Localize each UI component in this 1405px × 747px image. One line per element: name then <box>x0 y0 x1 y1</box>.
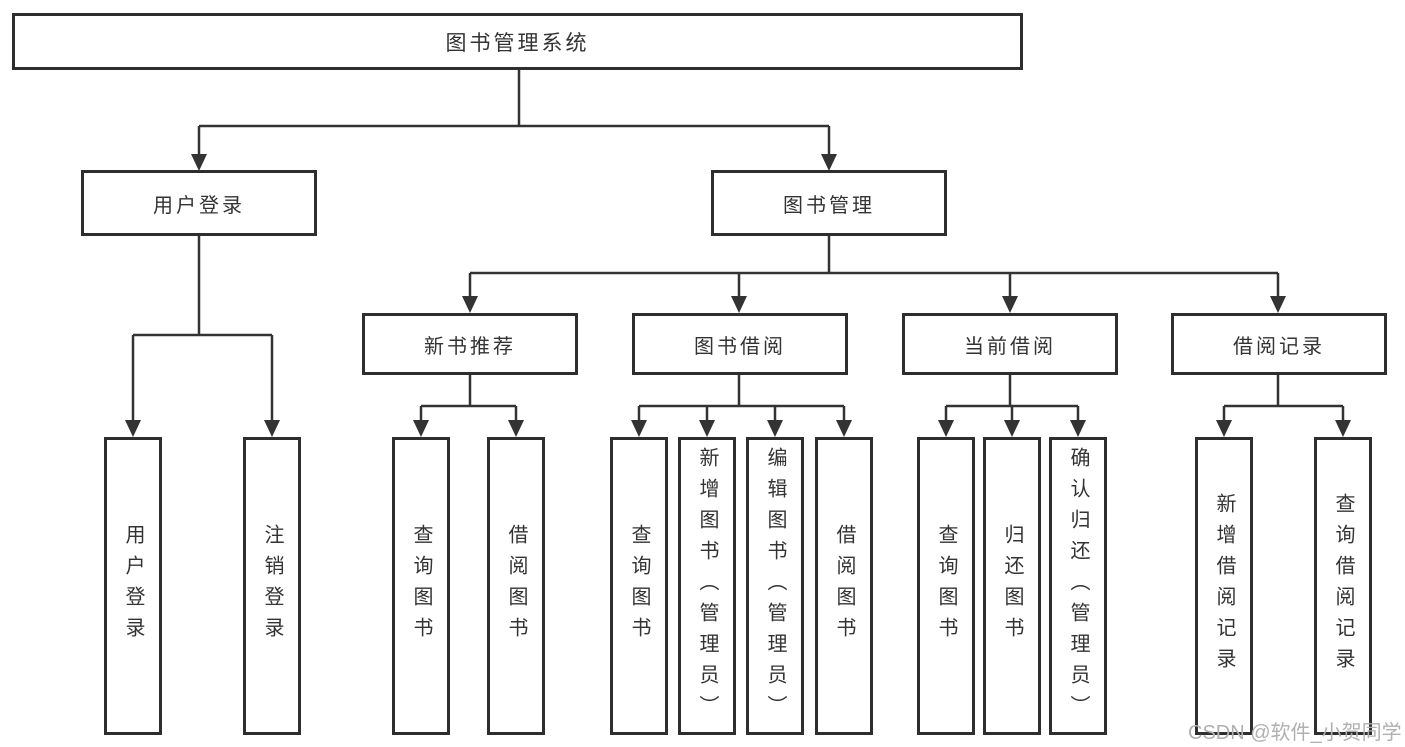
arrowhead <box>821 154 837 171</box>
leaf-add-books-admin: 新增图书（管理员） <box>678 437 736 735</box>
node-current-borrow: 当前借阅 <box>902 313 1118 375</box>
arrowhead <box>1216 420 1232 437</box>
node-library-system: 图书管理系统 <box>12 13 1023 70</box>
connector-book-mgmt-to-level3 <box>462 236 1286 313</box>
arrowhead <box>264 420 280 437</box>
leaf-borrow-books-1: 借阅图书 <box>487 437 545 735</box>
arrowhead <box>413 420 429 437</box>
leaf-query-borrow-record: 查询借阅记录 <box>1314 437 1372 735</box>
leaf-query-books-2: 查询图书 <box>610 437 668 735</box>
arrowhead <box>767 420 783 437</box>
arrowhead <box>699 420 715 437</box>
leaf-add-borrow-record: 新增借阅记录 <box>1195 437 1253 735</box>
leaf-confirm-return-admin: 确认归还（管理员） <box>1049 437 1107 735</box>
leaf-borrow-books-2: 借阅图书 <box>815 437 873 735</box>
connector-borrow-records-children <box>1216 375 1351 437</box>
leaf-query-books-1: 查询图书 <box>392 437 450 735</box>
arrowhead <box>508 420 524 437</box>
arrowhead <box>462 296 478 313</box>
connector-new-books-children <box>413 375 524 437</box>
csdn-watermark: CSDN @软件_小贺同学 <box>1188 722 1402 744</box>
leaf-query-books-3: 查询图书 <box>917 437 975 735</box>
node-book-borrow: 图书借阅 <box>632 313 848 375</box>
leaf-return-books: 归还图书 <box>983 437 1041 735</box>
node-borrow-records: 借阅记录 <box>1171 313 1387 375</box>
arrowhead <box>1335 420 1351 437</box>
connector-user-login-children <box>125 236 280 437</box>
arrowhead <box>631 420 647 437</box>
arrowhead <box>1004 420 1020 437</box>
arrowhead <box>191 154 207 171</box>
arrowhead <box>125 420 141 437</box>
node-new-book-recommend: 新书推荐 <box>362 313 578 375</box>
connector-current-borrow-children <box>938 375 1086 437</box>
arrowhead <box>1070 420 1086 437</box>
arrowhead <box>1002 296 1018 313</box>
leaf-user-login: 用户登录 <box>104 437 162 735</box>
arrowhead <box>836 420 852 437</box>
connector-root-to-level2 <box>191 70 837 171</box>
node-book-management: 图书管理 <box>711 170 947 236</box>
arrowhead <box>1270 296 1286 313</box>
leaf-edit-books-admin: 编辑图书（管理员） <box>746 437 804 735</box>
leaf-logout: 注销登录 <box>243 437 301 735</box>
arrowhead <box>938 420 954 437</box>
arrowhead <box>731 296 747 313</box>
node-user-login: 用户登录 <box>81 170 317 236</box>
connector-book-borrow-children <box>631 375 852 437</box>
